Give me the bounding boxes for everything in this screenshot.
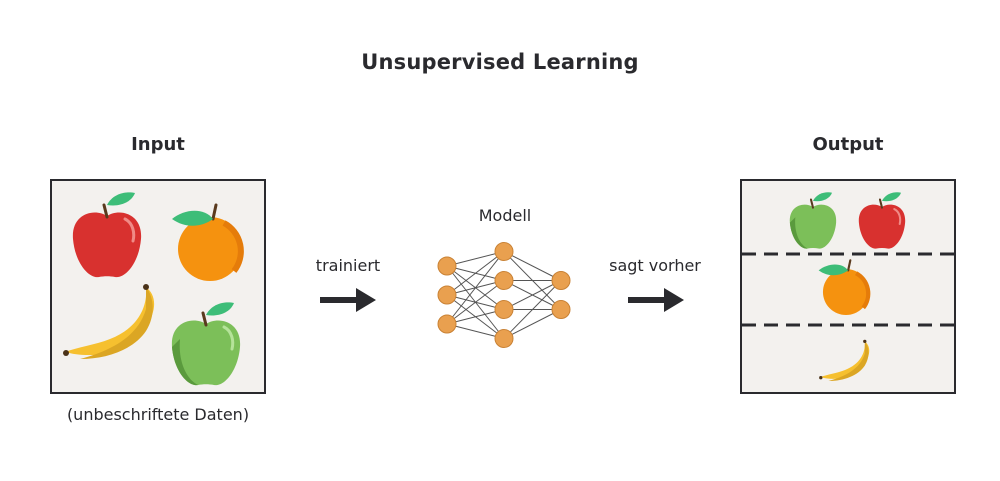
input-heading: Input xyxy=(131,134,185,155)
nn-connection xyxy=(446,251,505,267)
predict-label: sagt vorher xyxy=(609,256,701,275)
model-label: Modell xyxy=(478,206,532,225)
nn-connection xyxy=(503,280,562,310)
output-heading: Output xyxy=(812,134,884,155)
predict-arrow-icon xyxy=(628,288,684,312)
nn-connection xyxy=(446,280,505,325)
nn-node-layer-3 xyxy=(551,300,571,319)
nn-connection xyxy=(503,251,562,281)
nn-node-layer-1 xyxy=(437,285,457,305)
nn-node-layer-2 xyxy=(494,329,514,348)
nn-connection xyxy=(446,323,505,339)
nn-connection xyxy=(446,309,505,325)
banana-icon xyxy=(819,339,870,381)
nn-connection xyxy=(446,251,505,296)
nn-connection xyxy=(503,280,562,339)
input-fruits xyxy=(63,192,244,386)
orange-icon xyxy=(818,259,871,316)
train-label: trainiert xyxy=(315,256,381,275)
green-apple-icon xyxy=(789,192,837,249)
output-clusters xyxy=(742,192,954,381)
red-apple-icon xyxy=(858,192,906,249)
nn-connection xyxy=(503,309,562,339)
green-apple-icon xyxy=(171,302,241,386)
nn-node-layer-1 xyxy=(437,314,457,334)
nn-node-layer-1 xyxy=(437,256,457,276)
nn-connection xyxy=(446,251,505,325)
nn-node-layer-2 xyxy=(494,242,514,261)
input-caption: (unbeschriftete Daten) xyxy=(66,405,250,424)
train-arrow-icon xyxy=(320,288,376,312)
red-apple-icon xyxy=(72,192,142,278)
diagram-title: Unsupervised Learning xyxy=(361,50,639,74)
nn-node-layer-3 xyxy=(551,271,571,290)
nn-node-layer-2 xyxy=(494,300,514,319)
neural-network xyxy=(437,242,571,348)
orange-icon xyxy=(172,203,244,281)
nn-node-layer-2 xyxy=(494,271,514,290)
banana-icon xyxy=(63,284,155,359)
